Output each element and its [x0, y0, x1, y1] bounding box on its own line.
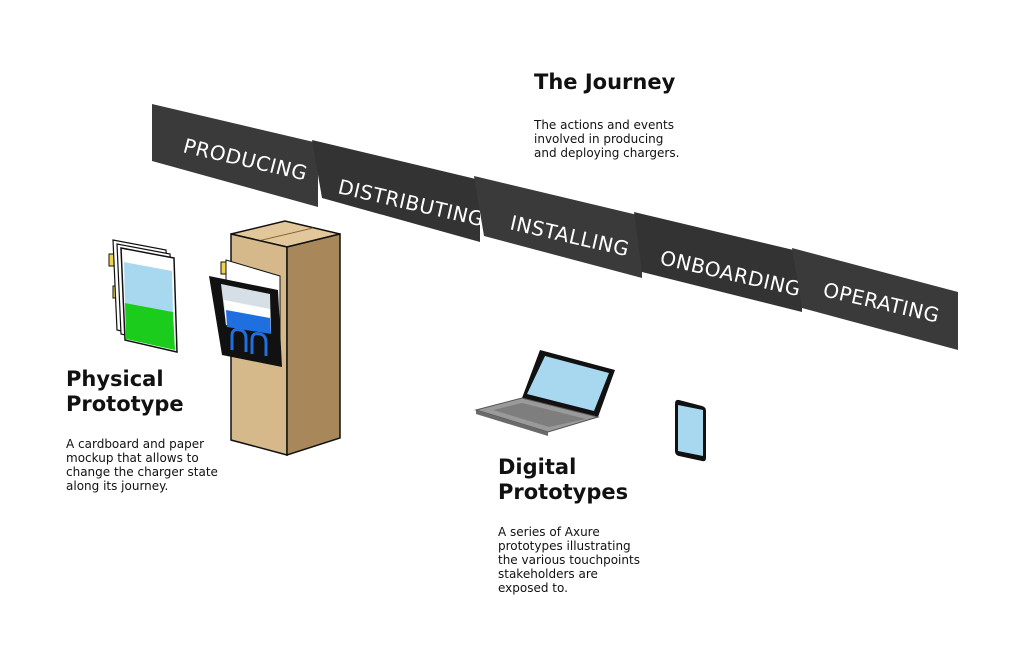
physical-description-line: A cardboard and paper: [66, 437, 205, 451]
physical-description-line: change the charger state: [66, 465, 218, 479]
physical-prototype-description: A cardboard and paper mockup that allows…: [66, 437, 218, 493]
digital-title-line: Prototypes: [498, 480, 629, 504]
laptop-icon: [474, 350, 615, 436]
digital-description-line: the various touchpoints: [498, 553, 640, 567]
journey-description-line: involved in producing: [534, 132, 664, 146]
physical-description-line: along its journey.: [66, 479, 169, 493]
digital-description-line: exposed to.: [498, 581, 568, 595]
physical-prototype-title: Physical Prototype: [66, 367, 184, 417]
phone-icon: [675, 399, 706, 462]
digital-description-line: stakeholders are: [498, 567, 598, 581]
journey-title: The Journey: [534, 70, 676, 94]
digital-title-line: Digital: [498, 455, 577, 479]
physical-title-line: Physical: [66, 367, 164, 391]
digital-description-line: prototypes illustrating: [498, 539, 631, 553]
journey-band-installing: INSTALLING: [474, 176, 642, 278]
digital-prototypes-title: Digital Prototypes: [498, 455, 628, 505]
physical-title-line: Prototype: [66, 392, 184, 416]
physical-description-line: mockup that allows to: [66, 451, 199, 465]
digital-description-line: A series of Axure: [498, 525, 600, 539]
digital-prototypes-description: A series of Axure prototypes illustratin…: [498, 525, 640, 595]
journey-band-producing: PRODUCING: [152, 104, 318, 207]
journey-description: The actions and events involved in produ…: [534, 118, 679, 160]
journey-description-line: and deploying chargers.: [534, 146, 680, 160]
journey-band-operating: OPERATING: [792, 248, 958, 350]
charger-screen-icon: [209, 259, 282, 367]
journey-band-distributing: DISTRIBUTING: [312, 140, 486, 242]
journey-band-onboarding: ONBOARDING: [634, 212, 803, 312]
journey-description-line: The actions and events: [534, 118, 674, 132]
paper-stack-icon: [108, 239, 178, 353]
